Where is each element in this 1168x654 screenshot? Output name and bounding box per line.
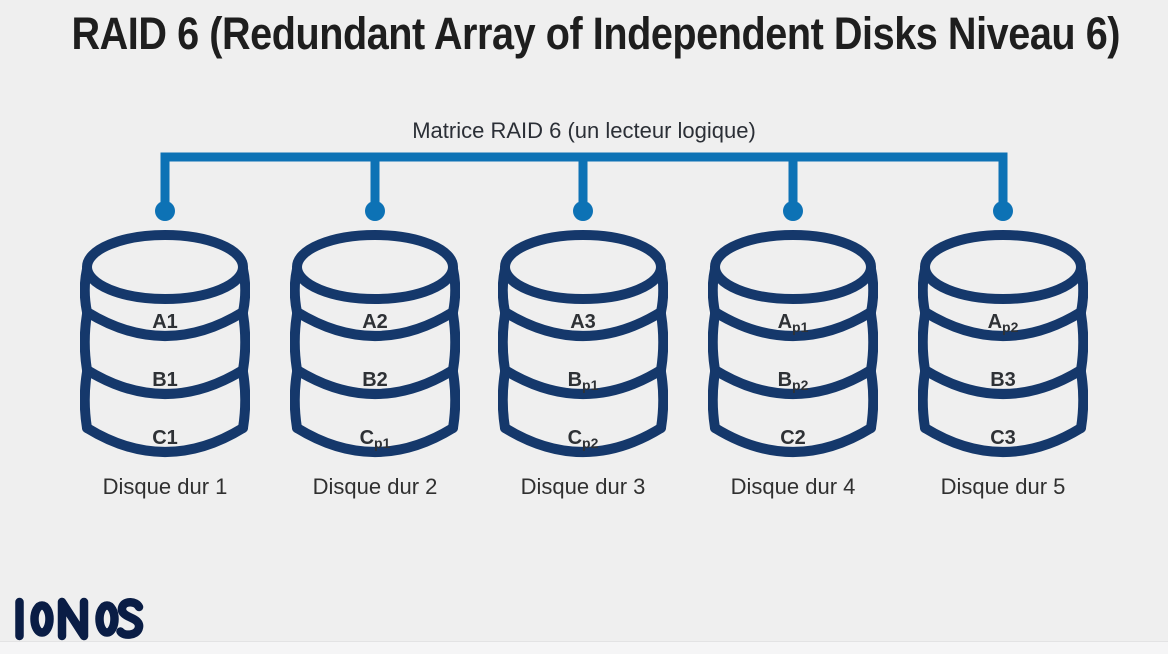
title-bar: RAID 6 (Redundant Array of Independent D… xyxy=(0,8,1168,60)
segment-subscript: p1 xyxy=(792,319,809,335)
bus-node-dot-3 xyxy=(573,201,593,221)
disk-caption: Disque dur 3 xyxy=(520,474,646,499)
segment-text: A2 xyxy=(362,311,388,333)
ionos-logo xyxy=(15,597,144,641)
segment-text: C1 xyxy=(152,427,178,449)
segment-text: C3 xyxy=(990,427,1016,449)
bus-node-dot-4 xyxy=(783,201,803,221)
segment-text: A3 xyxy=(570,311,596,333)
segment-text: B1 xyxy=(152,369,178,391)
disk-caption: Disque dur 2 xyxy=(312,474,438,499)
segment-subscript: p1 xyxy=(582,377,599,393)
segment-text: B3 xyxy=(990,369,1016,391)
page-title: RAID 6 (Redundant Array of Independent D… xyxy=(71,8,1121,59)
disk-segment-label: A3 xyxy=(498,310,668,334)
array-label: Matrice RAID 6 (un lecteur logique) xyxy=(412,118,756,143)
disk-segment-label: A2 xyxy=(290,310,460,334)
disk-segment-label: C1 xyxy=(80,426,250,450)
bus-node-dot-2 xyxy=(365,201,385,221)
segment-text: B xyxy=(567,369,583,391)
disk-segment-label: A1 xyxy=(80,310,250,334)
disk-segment-label: C2 xyxy=(708,426,878,450)
disk-caption: Disque dur 4 xyxy=(730,474,856,499)
hard-disk-5: Ap2 B3 C3 Disque dur 5 xyxy=(918,230,1088,499)
bus-node-dot-5 xyxy=(993,201,1013,221)
bus-node-dot-1 xyxy=(155,201,175,221)
segment-text: A1 xyxy=(152,311,178,333)
segment-subscript: p2 xyxy=(1002,319,1019,335)
segment-subscript: p2 xyxy=(582,435,599,451)
logo-letter-n xyxy=(57,597,89,641)
disk-segment-label: Cp2 xyxy=(498,426,668,451)
segment-text: C xyxy=(359,427,375,449)
logo-letter-o2 xyxy=(95,601,119,637)
hard-disk-1: A1 B1 C1 Disque dur 1 xyxy=(80,230,250,499)
disk-segment-label: Bp1 xyxy=(498,368,668,393)
logo-letter-s xyxy=(116,598,144,639)
disk-segment-label: Cp1 xyxy=(290,426,460,451)
disk-segment-label: C3 xyxy=(918,426,1088,450)
segment-text: B xyxy=(777,369,793,391)
disk-segment-label: Bp2 xyxy=(708,368,878,393)
disk-caption: Disque dur 5 xyxy=(940,474,1066,499)
raid-bus-connector xyxy=(155,152,1013,221)
disk-segment-label: Ap1 xyxy=(708,310,878,335)
segment-text: A xyxy=(777,311,793,333)
hard-disk-2: A2 B2 Cp1 Disque dur 2 xyxy=(290,230,460,499)
hard-disk-4: Ap1 Bp2 C2 Disque dur 4 xyxy=(708,230,878,499)
segment-subscript: p2 xyxy=(792,377,809,393)
disk-segment-label: Ap2 xyxy=(918,310,1088,335)
segment-text: C xyxy=(567,427,583,449)
disk-segment-label: B3 xyxy=(918,368,1088,392)
logo-letter-o1 xyxy=(30,601,54,637)
bottom-divider xyxy=(0,641,1168,654)
disk-segment-label: B1 xyxy=(80,368,250,392)
hard-disk-3: A3 Bp1 Cp2 Disque dur 3 xyxy=(498,230,668,499)
disk-segment-label: B2 xyxy=(290,368,460,392)
disk-caption: Disque dur 1 xyxy=(102,474,228,499)
segment-text: C2 xyxy=(780,427,806,449)
segment-text: B2 xyxy=(362,369,388,391)
segment-subscript: p1 xyxy=(374,435,391,451)
segment-text: A xyxy=(987,311,1003,333)
